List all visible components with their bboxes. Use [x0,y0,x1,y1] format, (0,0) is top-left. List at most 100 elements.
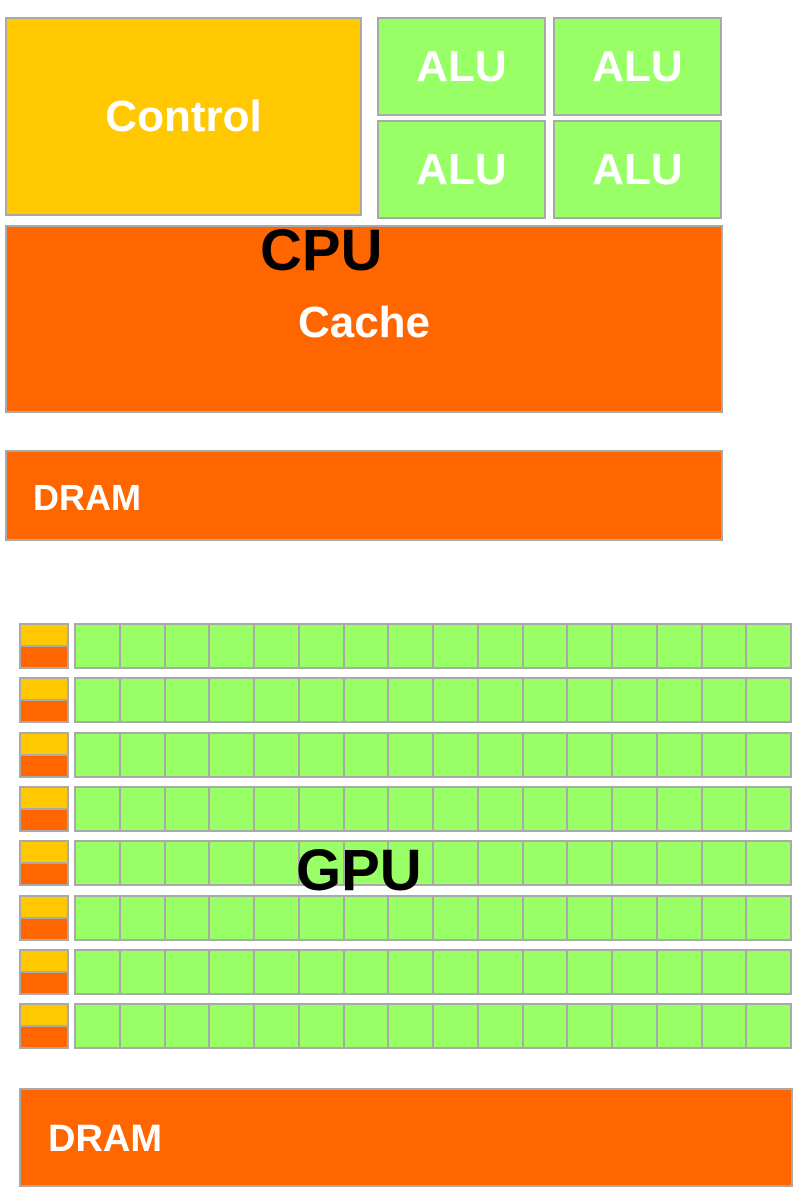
gpu-alu-cell [523,734,569,776]
gpu-alu-cell [389,842,434,884]
gpu-alu-cell [299,1005,345,1047]
gpu-alu-cell [478,842,524,884]
gpu-control-cache-unit [19,677,69,723]
cpu-alu-label: ALU [416,41,507,91]
gpu-cache-block [21,1027,67,1047]
gpu-alu-cell [299,734,345,776]
gpu-alu-cell [613,788,658,830]
gpu-control-block [21,842,67,864]
gpu-alu-cell [523,788,569,830]
gpu-alu-cell [299,625,345,667]
gpu-alu-cell [613,734,658,776]
gpu-alu-cell [255,842,300,884]
gpu-alu-cell [747,625,790,667]
gpu-dram-label: DRAM [48,1117,162,1160]
gpu-alu-cell [165,842,211,884]
gpu-alu-cell [165,734,211,776]
gpu-alu-cell [568,679,613,721]
gpu-alu-cell [210,788,255,830]
gpu-cache-block [21,701,67,721]
gpu-alu-cell [613,842,658,884]
gpu-alu-row [74,949,792,995]
gpu-alu-row [74,1003,792,1049]
gpu-control-cache-unit [19,949,69,995]
gpu-alu-cell [389,679,434,721]
gpu-alu-cell [165,897,211,939]
gpu-alu-cell [702,1005,748,1047]
gpu-alu-cell [389,1005,434,1047]
gpu-alu-cell [747,788,790,830]
gpu-alu-row [74,677,792,723]
gpu-alu-cell [120,842,166,884]
gpu-alu-cell [344,951,390,993]
gpu-alu-cell [165,788,211,830]
gpu-alu-cell [299,951,345,993]
gpu-alu-cell [568,788,613,830]
cpu-alu-label: ALU [592,41,683,91]
gpu-alu-cell [478,1005,524,1047]
gpu-alu-cell [478,897,524,939]
gpu-alu-cell [76,734,121,776]
gpu-alu-cell [389,734,434,776]
cpu-alu-block: ALU [553,120,722,219]
gpu-alu-cell [120,1005,166,1047]
gpu-alu-cell [210,679,255,721]
gpu-alu-cell [568,897,613,939]
gpu-alu-cell [120,679,166,721]
gpu-alu-cell [434,788,479,830]
gpu-alu-cell [434,951,479,993]
gpu-alu-cell [255,951,300,993]
cpu-alu-block: ALU [377,17,546,116]
gpu-control-cache-unit [19,895,69,941]
gpu-alu-row [74,895,792,941]
gpu-alu-cell [165,951,211,993]
gpu-alu-cell [165,1005,211,1047]
gpu-alu-cell [120,625,166,667]
gpu-alu-cell [389,951,434,993]
gpu-cache-block [21,756,67,776]
gpu-alu-cell [165,679,211,721]
gpu-title: GPU [296,838,422,903]
gpu-alu-cell [76,897,121,939]
gpu-alu-row [74,786,792,832]
gpu-alu-cell [568,842,613,884]
gpu-dram-block: DRAM [19,1088,793,1187]
gpu-alu-cell [657,897,703,939]
gpu-alu-cell [299,788,345,830]
gpu-control-cache-unit [19,1003,69,1049]
gpu-alu-cell [255,788,300,830]
gpu-alu-cell [523,679,569,721]
gpu-alu-cell [344,897,390,939]
cpu-control-block: Control [5,17,362,216]
gpu-alu-cell [434,842,479,884]
gpu-alu-cell [747,679,790,721]
cpu-alu-block: ALU [553,17,722,116]
gpu-alu-cell [210,734,255,776]
gpu-alu-cell [702,625,748,667]
gpu-alu-cell [657,625,703,667]
gpu-alu-cell [613,897,658,939]
gpu-alu-cell [76,625,121,667]
gpu-cache-block [21,810,67,830]
gpu-alu-cell [210,897,255,939]
gpu-alu-cell [344,734,390,776]
gpu-alu-cell [613,625,658,667]
gpu-alu-cell [76,1005,121,1047]
gpu-alu-row [74,623,792,669]
gpu-alu-cell [657,951,703,993]
gpu-alu-cell [434,897,479,939]
cpu-dram-label: DRAM [33,477,141,518]
cpu-alu-label: ALU [416,144,507,194]
gpu-alu-cell [120,734,166,776]
cpu-control-label: Control [105,91,262,141]
gpu-control-block [21,679,67,701]
gpu-alu-cell [523,842,569,884]
cpu-dram-block: DRAM [5,450,723,541]
gpu-control-cache-unit [19,840,69,886]
cpu-alu-block: ALU [377,120,546,219]
gpu-alu-cell [568,951,613,993]
gpu-alu-cell [344,1005,390,1047]
gpu-alu-cell [299,679,345,721]
gpu-alu-cell [478,734,524,776]
gpu-alu-cell [523,625,569,667]
